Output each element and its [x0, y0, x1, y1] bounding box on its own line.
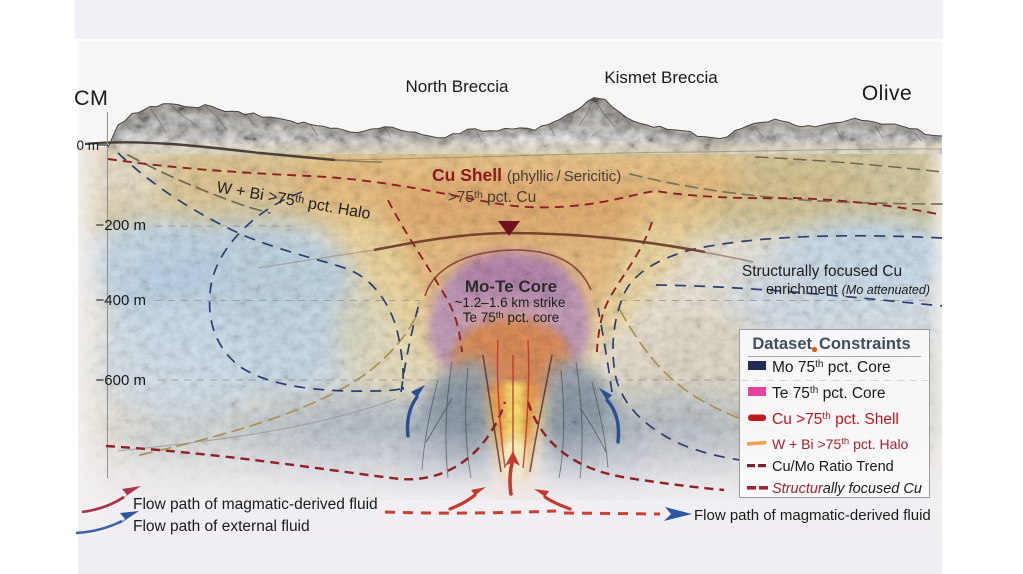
svg-text:CM: CM	[74, 86, 108, 110]
svg-text:Kismet Breccia: Kismet Breccia	[604, 68, 718, 87]
svg-text:Olive: Olive	[862, 82, 912, 105]
svg-text:Dataset: Dataset	[752, 335, 812, 353]
svg-text:Flow path of magmatic-derived: Flow path of magmatic-derived fluid	[694, 507, 931, 524]
svg-text:~1.2–1.6 km strike: ~1.2–1.6 km strike	[455, 295, 566, 310]
svg-text:enrichment (Mo attenuated): enrichment (Mo attenuated)	[766, 282, 930, 298]
svg-text:−400 m: −400 m	[96, 292, 146, 309]
svg-text:0 m: 0 m	[76, 138, 99, 153]
svg-text:Mo 75th pct. Core: Mo 75th pct. Core	[772, 359, 891, 376]
svg-text:−600 m: −600 m	[96, 372, 146, 389]
svg-text:North Breccia: North Breccia	[406, 77, 510, 96]
svg-text:−200 m: −200 m	[96, 217, 146, 234]
svg-text:Te 75th pct. Core: Te 75th pct. Core	[772, 385, 885, 402]
svg-text:Cu >75th pct. Shell: Cu >75th pct. Shell	[772, 411, 899, 428]
svg-text:Flow path of external fluid: Flow path of external fluid	[133, 518, 310, 535]
svg-text:Mo-Te Core: Mo-Te Core	[465, 277, 557, 296]
svg-text:Constraints: Constraints	[819, 335, 911, 353]
svg-text:>75th pct. Cu: >75th pct. Cu	[448, 189, 536, 206]
svg-text:Flow path of magmatic-derived: Flow path of magmatic-derived fluid	[133, 496, 378, 513]
svg-text:Cu Shell (phyllic / Sericitic): Cu Shell (phyllic / Sericitic)	[432, 165, 621, 185]
svg-text:Structurally focused Cu: Structurally focused Cu	[742, 263, 902, 280]
svg-text:Cu/Mo Ratio Trend: Cu/Mo Ratio Trend	[772, 459, 894, 475]
svg-text:W + Bi >75th pct. Halo: W + Bi >75th pct. Halo	[772, 436, 909, 452]
svg-text:Te 75th pct. core: Te 75th pct. core	[463, 310, 560, 325]
svg-text:Structurally focused Cu: Structurally focused Cu	[772, 481, 922, 497]
